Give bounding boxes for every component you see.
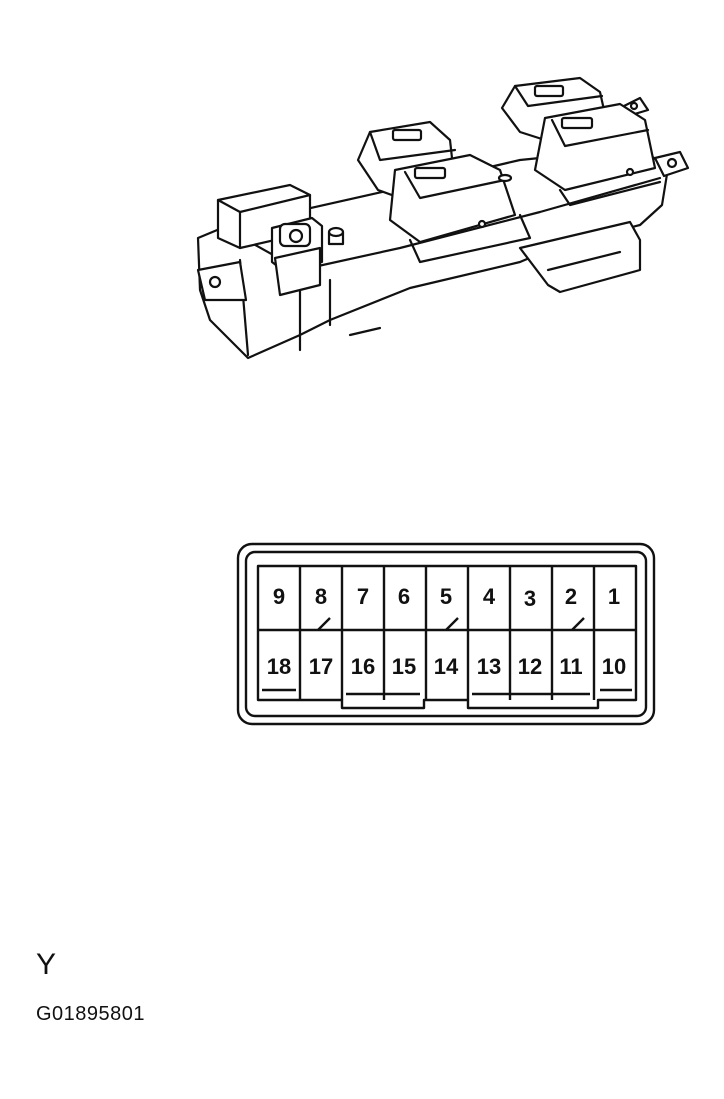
pin-18: 18 [267,654,291,679]
pin-5: 5 [440,584,452,609]
connector-pin-diagram: 9 8 7 6 5 4 3 2 1 18 17 16 15 14 13 12 1… [236,542,656,726]
pin-12: 12 [518,654,542,679]
pin-6: 6 [398,584,410,609]
pin-4: 4 [483,584,496,609]
pin-7: 7 [357,584,369,609]
mounting-tab-left [196,260,248,302]
pin-9: 9 [273,584,285,609]
pin-10: 10 [602,654,626,679]
pin-1: 1 [608,584,620,609]
connector-housing [518,220,642,294]
pin-3: 3 [524,586,536,611]
pin-16: 16 [351,654,375,679]
figure-code: G01895801 [36,1003,146,1025]
connector-code-letter: Y [36,948,57,981]
connector-inner-frame [244,550,648,718]
pin-13: 13 [477,654,501,679]
pin-15: 15 [392,654,416,679]
pin-11: 11 [559,654,582,679]
pin-2: 2 [565,584,577,609]
window-switch-illustration [196,76,690,360]
connector-outer-frame [236,542,656,726]
pin-8: 8 [315,584,327,609]
pin-17: 17 [309,654,333,679]
pin-14: 14 [434,654,459,679]
